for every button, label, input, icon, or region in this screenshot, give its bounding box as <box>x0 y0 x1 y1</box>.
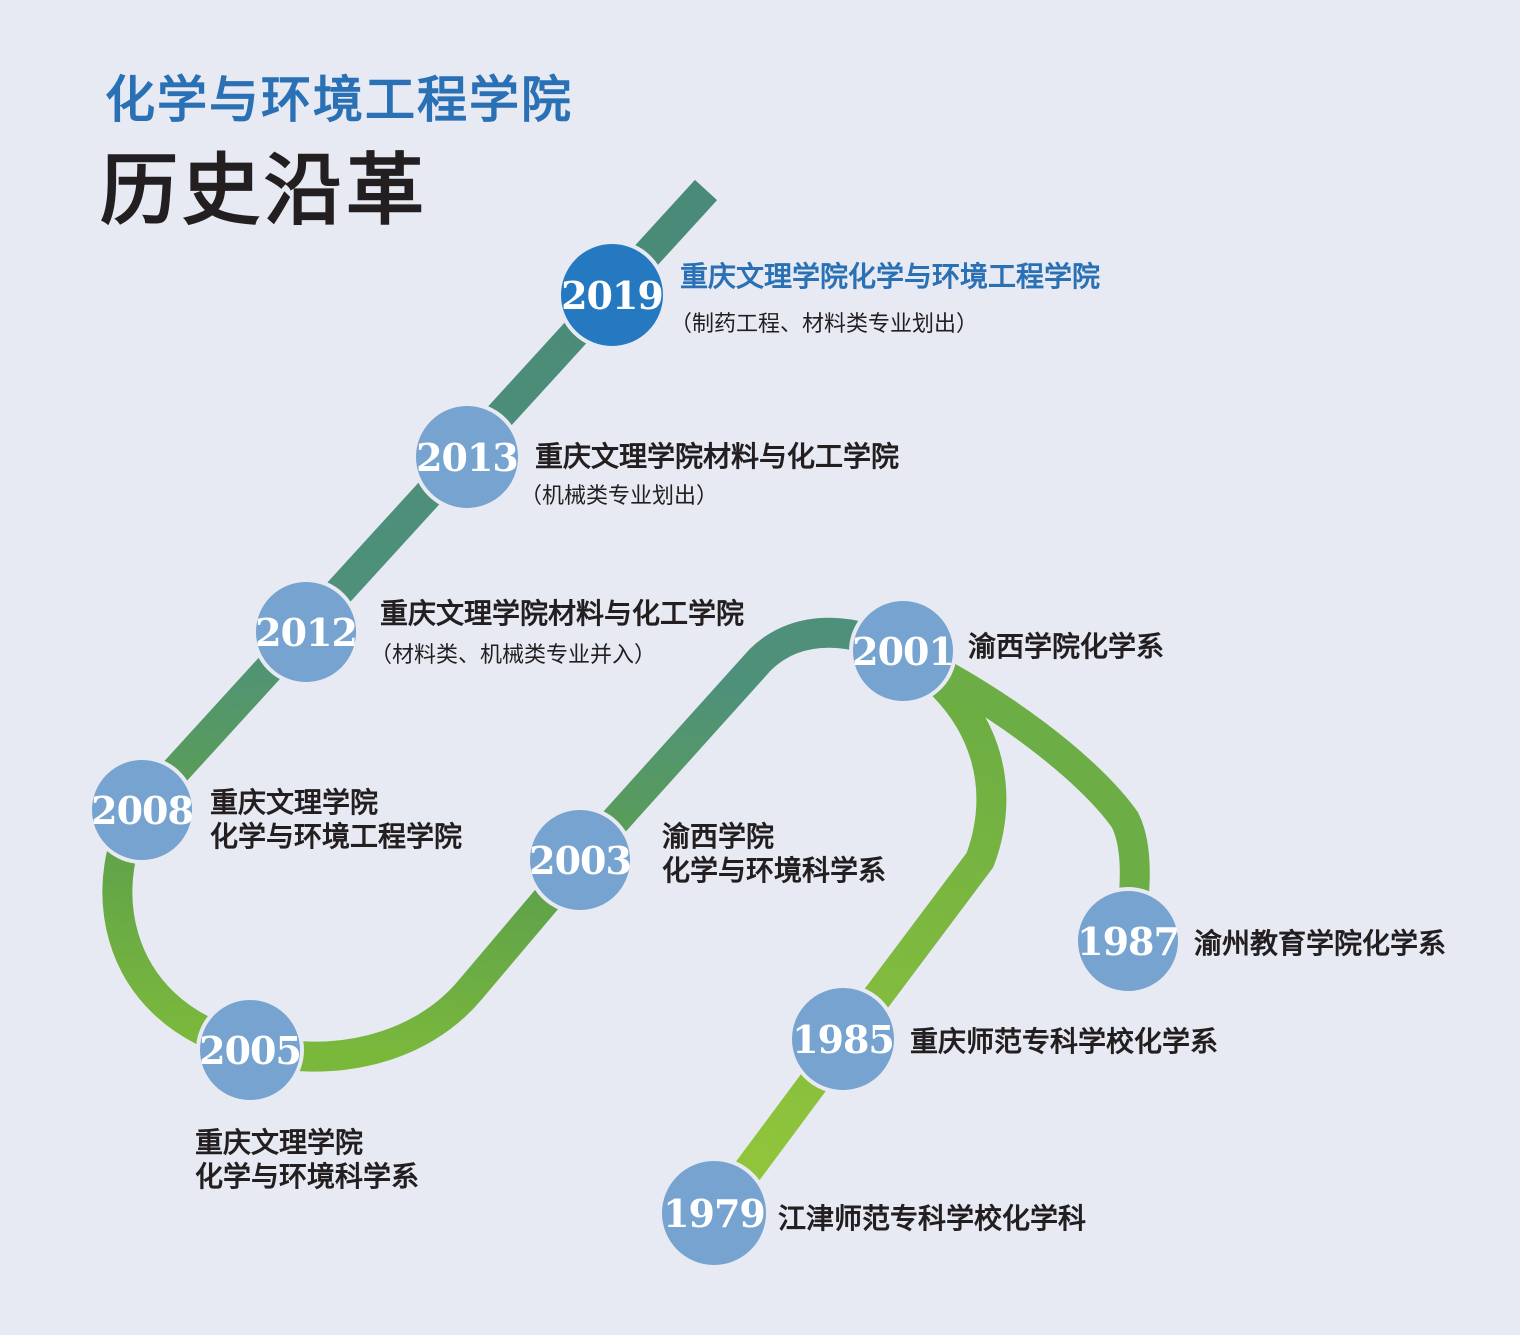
milestone-label-2013: 重庆文理学院材料与化工学院 <box>535 440 899 474</box>
year-node-2012: 2012 <box>252 578 360 686</box>
milestone-name-line2: 化学与环境科学系 <box>662 854 887 887</box>
milestone-label-1985: 重庆师范专科学校化学系 <box>910 1025 1218 1059</box>
year-node-2019: 2019 <box>557 240 667 350</box>
year-node-2005: 2005 <box>196 996 304 1104</box>
milestone-name-line1: 重庆文理学院 <box>195 1126 364 1159</box>
milestone-name: 渝西学院化学系 <box>968 630 1165 663</box>
milestone-name: 江津师范专科学校化学科 <box>778 1202 1087 1235</box>
milestone-name-line2: 化学与环境科学系 <box>195 1160 420 1193</box>
year-node-1979: 1979 <box>658 1157 770 1269</box>
milestone-label-2005: 重庆文理学院 化学与环境科学系 <box>195 1126 419 1194</box>
milestone-name: 重庆文理学院材料与化工学院 <box>380 597 745 630</box>
year-node-2001: 2001 <box>849 597 957 705</box>
milestone-label-2012: 重庆文理学院材料与化工学院 <box>380 597 744 631</box>
milestone-name-line2: 化学与环境工程学院 <box>210 820 463 853</box>
milestone-name: 渝州教育学院化学系 <box>1194 927 1447 960</box>
branch-track-1985 <box>702 639 1007 1224</box>
year-node-1985: 1985 <box>788 984 898 1094</box>
year-node-2003: 2003 <box>526 806 634 914</box>
milestone-label-2003: 渝西学院 化学与环境科学系 <box>662 820 886 888</box>
year-node-1987: 1987 <box>1074 887 1182 995</box>
section-title: 历史沿革 <box>100 145 429 236</box>
milestone-label-1987: 渝州教育学院化学系 <box>1194 927 1446 961</box>
main-track <box>102 179 908 1072</box>
year-node-2013: 2013 <box>412 402 522 512</box>
milestone-label-1979: 江津师范专科学校化学科 <box>778 1202 1086 1236</box>
milestone-label-2008: 重庆文理学院 化学与环境工程学院 <box>210 786 462 854</box>
milestone-name-line1: 重庆文理学院 <box>210 786 379 819</box>
milestone-name: 重庆文理学院材料与化工学院 <box>535 440 900 473</box>
milestone-label-2019: 重庆文理学院化学与环境工程学院 <box>680 260 1100 294</box>
milestone-note-2012: （材料类、机械类专业并入） <box>370 643 657 668</box>
year-node-2008: 2008 <box>88 756 196 864</box>
milestone-name: 重庆师范专科学校化学系 <box>910 1025 1219 1058</box>
milestone-name-line1: 渝西学院 <box>662 820 775 853</box>
college-title: 化学与环境工程学院 <box>105 71 573 129</box>
milestone-note-2013: （机械类专业划出） <box>520 484 719 509</box>
milestone-label-2001: 渝西学院化学系 <box>968 630 1164 664</box>
milestone-note-2019: （制药工程、材料类专业划出） <box>670 312 979 337</box>
milestone-name: 重庆文理学院化学与环境工程学院 <box>680 260 1101 293</box>
